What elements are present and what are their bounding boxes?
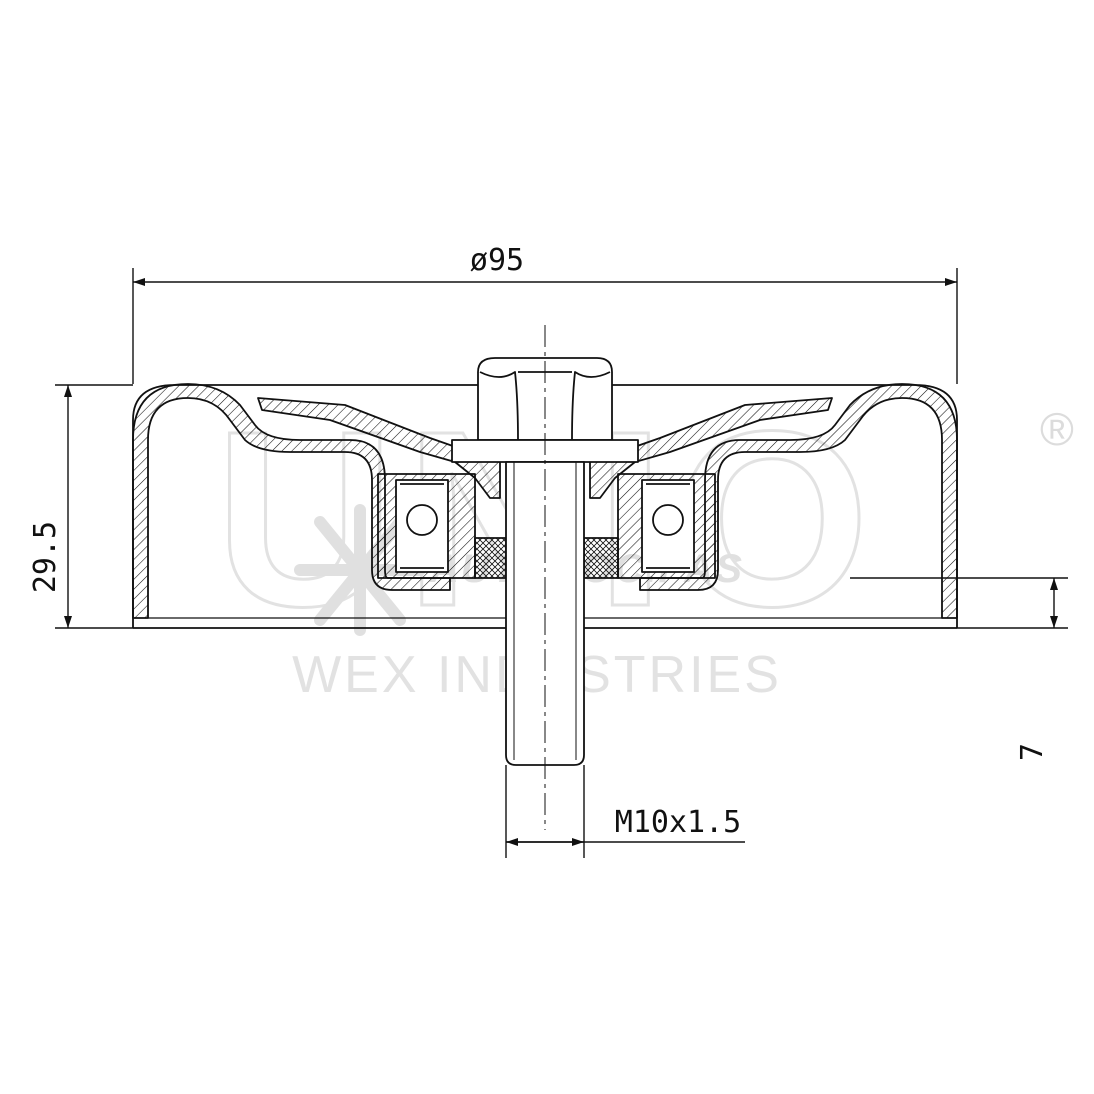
dim-height-label: 29.5 <box>28 521 63 593</box>
ball-left-icon <box>406 504 438 536</box>
dimension-lines <box>55 268 1068 858</box>
dim-thread-label: M10x1.5 <box>615 805 741 840</box>
ball-right-icon <box>652 504 684 536</box>
dimension-labels: ø95 29.5 7 M10x1.5 <box>28 243 1050 840</box>
pulley-body <box>132 325 958 830</box>
watermark-registered: ® <box>1040 403 1074 455</box>
dim-diameter-label: ø95 <box>470 243 524 278</box>
dim-offset-label: 7 <box>1015 743 1050 761</box>
